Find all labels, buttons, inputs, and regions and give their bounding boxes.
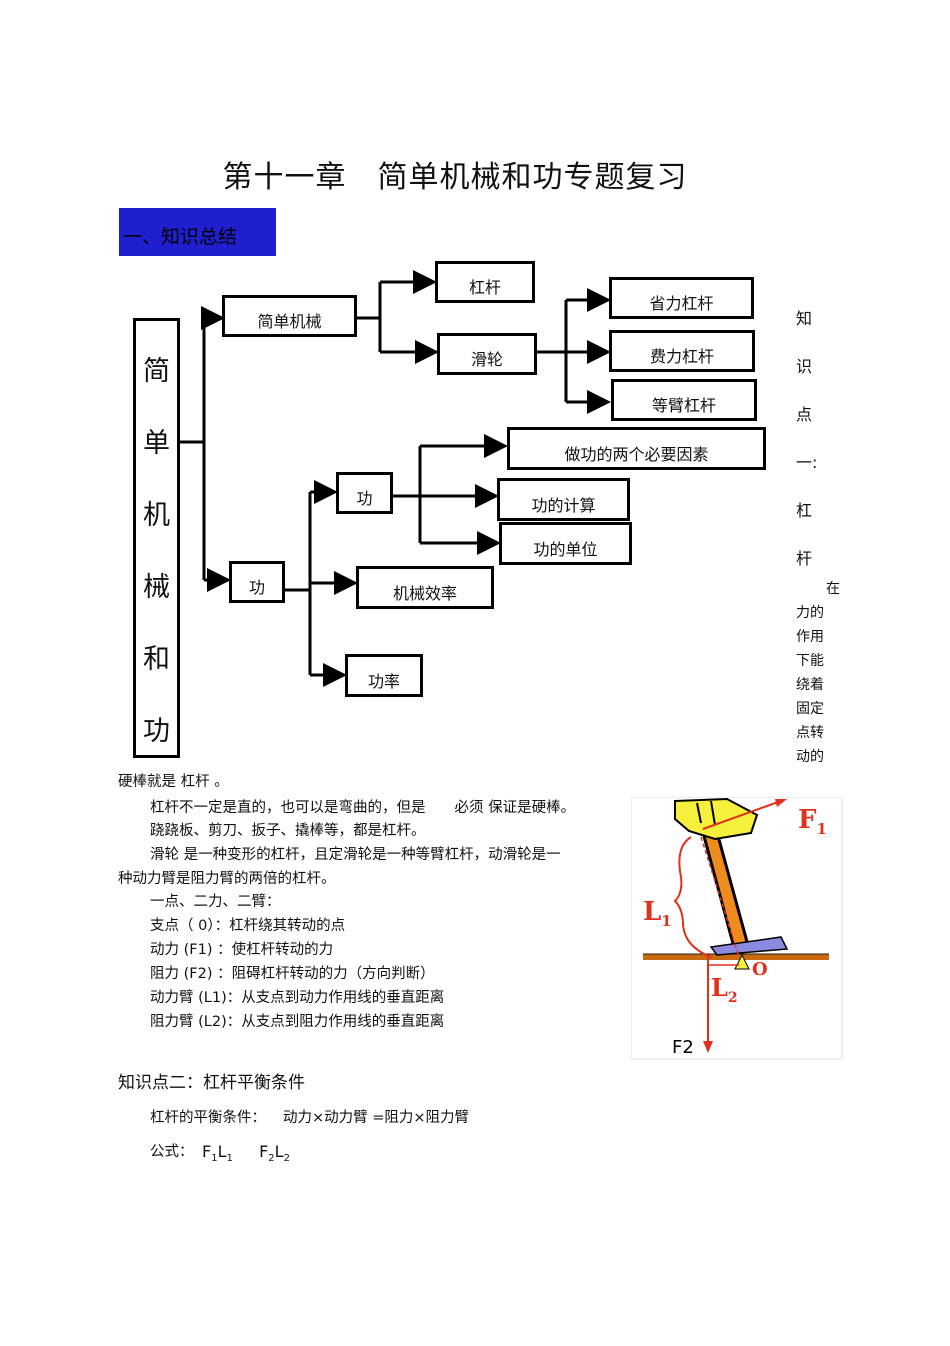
definition-line: 支点（ 0）：杠杆绕其转动的点 [150, 918, 346, 934]
node-lever-type: 省力杠杆 [609, 277, 754, 319]
node-label: 等臂杠杆 [651, 396, 716, 415]
node-label: 省力杠杆 [649, 294, 714, 313]
l1-letter: L [643, 897, 662, 927]
body-line: 滑轮 是一种变形的杠杆，且定滑轮是一种等臂杠杆，动滑轮是一 [150, 847, 561, 863]
tree-root-char: 和 [143, 644, 170, 675]
l1-label: L1 [643, 897, 672, 930]
formula: F1L1 F2L2 [202, 1142, 290, 1164]
side-heading-char: 识 [796, 357, 813, 376]
node-label: 功率 [367, 672, 400, 691]
condition-text: 动力×动力臂 =阻力×阻力臂 [283, 1110, 470, 1126]
definition-line: 阻力 (F2) ：阻碍杠杆转动的力（方向判断） [150, 966, 435, 982]
definition-line: 阻力臂 (L2)：从支点到阻力作用线的垂直距离 [150, 1014, 445, 1030]
node-work-unit: 功的单位 [499, 522, 632, 565]
body-line: 一点、二力、二臂： [150, 894, 281, 910]
o-label: O [752, 959, 768, 980]
side-text-line: 动的 [796, 749, 824, 765]
formula-f2: F [259, 1142, 269, 1161]
node-label: 杠杆 [468, 278, 501, 297]
node-work-factors: 做功的两个必要因素 [507, 427, 766, 470]
lever-figure: F1 L1 O L2 F2 [630, 796, 843, 1060]
page-title: 第十一章 简单机械和功专题复习 [222, 160, 688, 195]
section2-heading: 知识点二：杠杆平衡条件 [118, 1073, 305, 1093]
section-banner: 一、知识总结 [119, 208, 276, 256]
side-heading-char: 点 [796, 405, 813, 424]
f1-label: F1 [798, 805, 827, 838]
node-simple-machine: 简单机械 [222, 295, 357, 337]
node-label: 做功的两个必要因素 [564, 445, 709, 464]
formula-l1-sub: 1 [226, 1153, 233, 1165]
node-lever-type: 费力杠杆 [609, 330, 755, 372]
body-line: 跷跷板、剪刀、扳子、撬棒等，都是杠杆。 [150, 823, 426, 839]
node-label: 功 [248, 578, 265, 597]
node-label: 功的计算 [531, 496, 596, 515]
side-text-line: 绕着 [796, 677, 824, 693]
node-pulley: 滑轮 [437, 333, 537, 375]
node-label: 简单机械 [257, 312, 322, 331]
lever-illustration [630, 796, 843, 1060]
side-heading-char: 知 [796, 309, 813, 328]
tree-connectors [180, 270, 611, 687]
f2-label: F2 [672, 1037, 694, 1058]
node-label: 机械效率 [392, 584, 457, 603]
l2-subscript: 2 [727, 989, 738, 1006]
side-text-line: 在 [826, 581, 840, 597]
definition-line: 动力臂 (L1)：从支点到动力作用线的垂直距离 [150, 990, 445, 1006]
side-heading-char: 一: [796, 453, 818, 472]
tree-root-char: 简 [143, 356, 170, 387]
l2-letter: L [711, 973, 728, 1002]
formula-label: 公式： [150, 1144, 194, 1160]
l2-label: L2 [711, 973, 738, 1006]
side-text-line: 固定 [796, 701, 824, 717]
condition-label: 杠杆的平衡条件： [150, 1110, 266, 1126]
formula-l2: L [274, 1142, 284, 1161]
section-banner-label: 一、知识总结 [123, 226, 238, 248]
formula-l2-sub: 2 [283, 1153, 290, 1165]
side-text-line: 力的 [796, 605, 824, 621]
node-work-branch: 功 [229, 561, 285, 603]
body-line: 种动力臂是阻力臂的两倍的杠杆。 [118, 871, 336, 887]
node-work: 功 [336, 472, 393, 514]
node-efficiency: 机械效率 [356, 566, 494, 609]
node-label: 功的单位 [533, 540, 598, 559]
side-heading-char: 杠 [796, 501, 813, 520]
definition-line: 动力 (F1) ：使杠杆转动的力 [150, 942, 334, 958]
tree-root-char: 单 [143, 428, 170, 459]
node-work-calc: 功的计算 [497, 478, 630, 521]
tree-root-char: 机 [143, 500, 170, 531]
node-label: 费力杠杆 [649, 347, 714, 366]
body-line: 硬棒就是 杠杆 。 [118, 774, 229, 790]
side-text-line: 作用 [796, 629, 824, 645]
l1-subscript: 1 [661, 912, 672, 931]
formula-f1-sub: 1 [211, 1153, 218, 1165]
formula-l1: L [217, 1142, 227, 1161]
node-lever: 杠杆 [435, 261, 535, 303]
body-line: 杠杆不一定是直的，也可以是弯曲的，但是 必须 保证是硬棒。 [150, 800, 576, 816]
node-power: 功率 [345, 654, 423, 697]
node-lever-type: 等臂杠杆 [611, 379, 757, 421]
tree-root-char: 械 [143, 572, 170, 603]
formula-f2-sub: 2 [268, 1153, 275, 1165]
side-text-line: 下能 [796, 653, 824, 669]
node-label: 功 [356, 489, 373, 508]
f1-subscript: 1 [816, 820, 827, 839]
side-text-line: 点转 [796, 725, 824, 741]
tree-root-char: 功 [143, 716, 170, 747]
tree-root-box: 简 单 机 械 和 功 [133, 318, 180, 758]
f1-letter: F [798, 805, 817, 835]
side-heading-char: 杆 [796, 549, 813, 568]
formula-f1: F [202, 1142, 212, 1161]
node-label: 滑轮 [470, 350, 503, 369]
